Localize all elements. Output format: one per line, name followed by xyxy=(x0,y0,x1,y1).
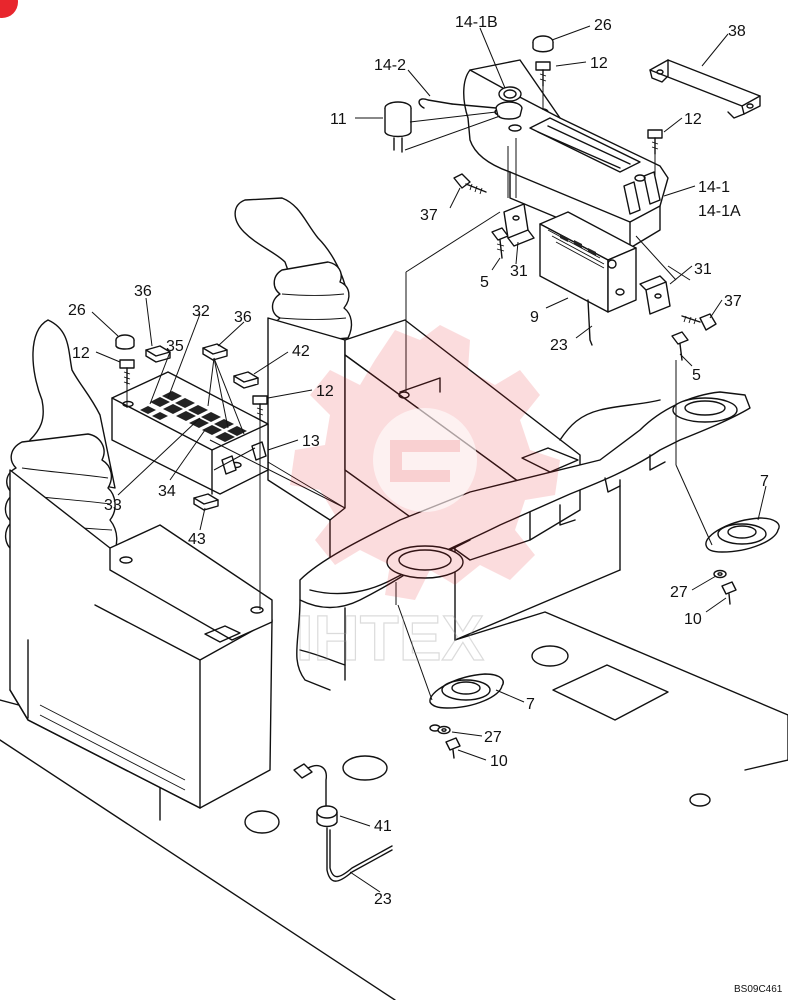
label-43: 43 xyxy=(188,531,206,548)
label-31-a: 31 xyxy=(510,263,528,280)
drawing-code: BS09C461 xyxy=(734,984,783,995)
switch-panel-13 xyxy=(111,371,269,495)
label-14-2: 14-2 xyxy=(374,57,406,74)
label-35: 35 xyxy=(166,338,184,355)
label-12-b: 12 xyxy=(684,111,702,128)
watermark-text: IHTEX xyxy=(296,602,485,674)
label-33: 33 xyxy=(104,497,122,514)
washer-27-lower xyxy=(437,725,451,735)
floor-cutout xyxy=(552,664,669,721)
left-console xyxy=(4,319,273,809)
label-12-a: 12 xyxy=(590,55,608,72)
part-labels: 14-1B 26 38 14-2 12 11 12 14-1 14-1A 37 … xyxy=(68,14,769,908)
label-7-b: 7 xyxy=(526,696,535,713)
socket-14-1B xyxy=(498,86,522,102)
label-26-top: 26 xyxy=(594,17,612,34)
label-23-b: 23 xyxy=(374,891,392,908)
label-36-a: 36 xyxy=(134,283,152,300)
seat-frame xyxy=(296,391,751,691)
label-34: 34 xyxy=(158,483,176,500)
label-23-a: 23 xyxy=(550,337,568,354)
bracket-31-a xyxy=(503,203,535,247)
label-14-1B: 14-1B xyxy=(455,14,498,31)
washer-27-upper xyxy=(713,569,727,579)
bracket-31-b xyxy=(639,275,671,315)
speaker-7-upper xyxy=(705,517,780,553)
label-7-a: 7 xyxy=(760,473,769,490)
cap-43 xyxy=(193,493,219,511)
label-11: 11 xyxy=(330,111,347,128)
label-10-a: 10 xyxy=(684,611,702,628)
label-12-c: 12 xyxy=(72,345,90,362)
antenna-cable xyxy=(293,763,393,882)
leader-lines xyxy=(91,25,767,893)
grommet-41 xyxy=(316,805,338,819)
screw-10-upper xyxy=(721,581,737,605)
label-14-1A: 14-1A xyxy=(698,203,741,220)
label-5-b: 5 xyxy=(692,367,701,384)
brand-badge-icon xyxy=(0,0,18,18)
watermark-logo-icon xyxy=(290,325,560,600)
label-37-b: 37 xyxy=(724,293,742,310)
label-10-b: 10 xyxy=(490,753,508,770)
component-11 xyxy=(384,101,412,153)
label-26-b: 26 xyxy=(68,302,86,319)
label-9: 9 xyxy=(530,309,539,326)
assembly-guides xyxy=(126,86,713,701)
switch-grid xyxy=(140,391,247,442)
screws xyxy=(119,35,717,421)
label-31-b: 31 xyxy=(694,261,712,278)
label-42: 42 xyxy=(292,343,310,360)
floor-hole xyxy=(689,793,711,807)
label-5-a: 5 xyxy=(480,274,489,291)
floor-hole xyxy=(342,755,388,781)
label-13: 13 xyxy=(302,433,320,450)
cap-36-a xyxy=(145,345,171,363)
label-41: 41 xyxy=(374,818,392,835)
label-37-a: 37 xyxy=(420,207,438,224)
floor-hole xyxy=(244,810,280,834)
radio-9 xyxy=(539,211,637,346)
label-12-d: 12 xyxy=(316,383,334,400)
floor-hole xyxy=(531,645,569,667)
cap-36-b xyxy=(202,343,228,361)
label-32: 32 xyxy=(192,303,210,320)
retainer-14-2 xyxy=(418,98,453,109)
switch-caps xyxy=(115,334,259,511)
label-14-1: 14-1 xyxy=(698,179,730,196)
bracket-38 xyxy=(649,59,761,119)
label-27-b: 27 xyxy=(484,729,502,746)
label-38: 38 xyxy=(728,23,746,40)
label-27-a: 27 xyxy=(670,584,688,601)
speaker-7-lower xyxy=(429,673,504,709)
cap-42 xyxy=(233,371,259,389)
label-36-b: 36 xyxy=(234,309,252,326)
screw-10-lower xyxy=(445,737,461,759)
